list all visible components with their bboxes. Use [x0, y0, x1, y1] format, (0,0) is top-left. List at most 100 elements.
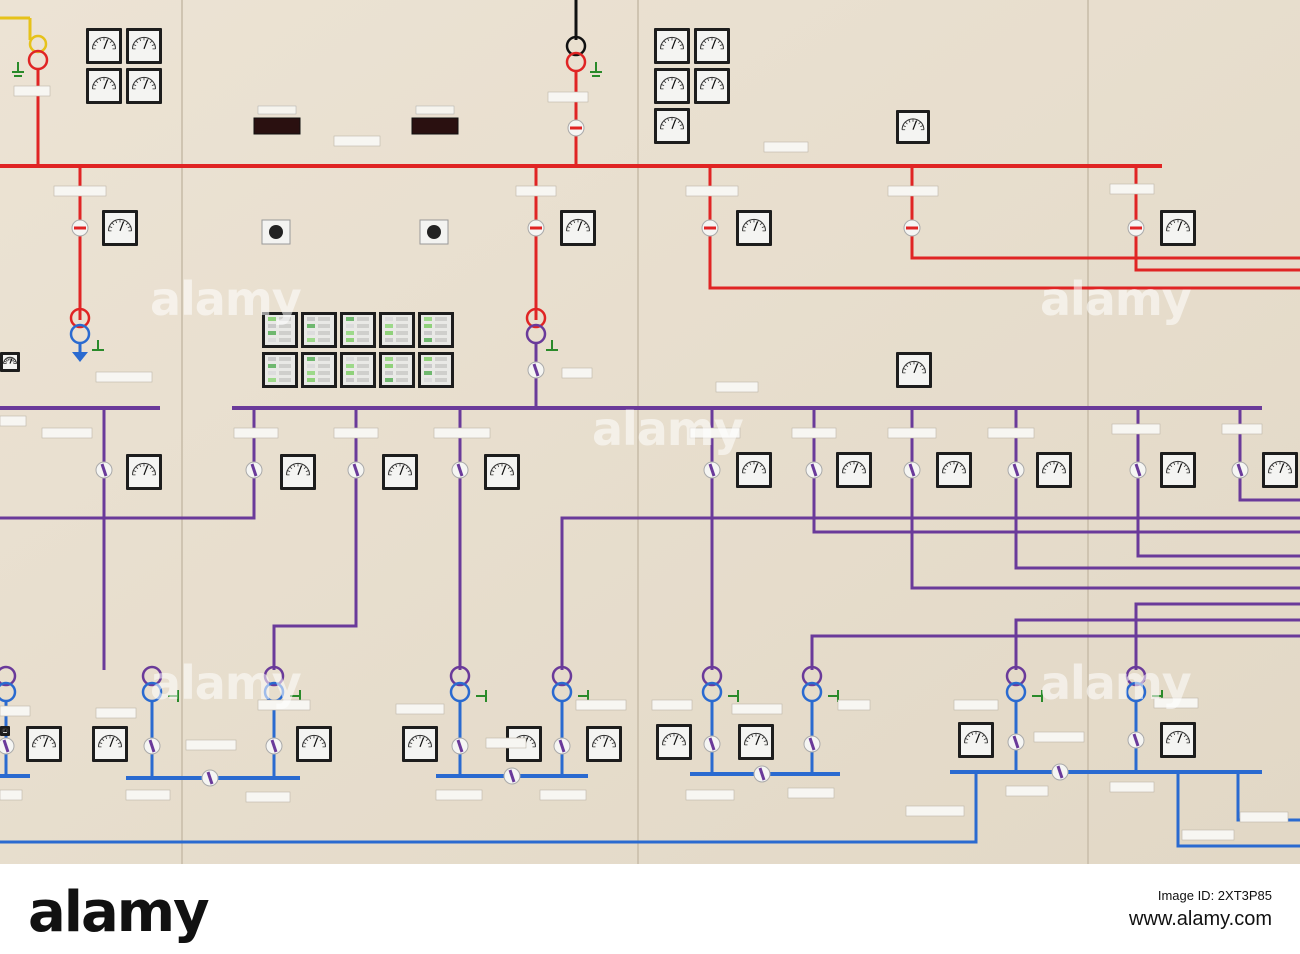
label-plate: [575, 699, 627, 711]
meter: [896, 110, 930, 144]
meter: [694, 28, 730, 64]
transformers-lower: [0, 665, 1147, 703]
annunciator-tile: [418, 312, 454, 348]
switch-knob: [201, 769, 219, 787]
annunciator-tile: [379, 352, 415, 388]
meter: [102, 210, 138, 246]
switch-knob: [95, 461, 113, 479]
watermark: alamy: [150, 272, 302, 326]
panel-background: [0, 0, 1300, 864]
meter: [736, 452, 772, 488]
meter: [86, 68, 122, 104]
label-plate: [953, 699, 999, 711]
label-plate: [233, 427, 279, 439]
meter: [1262, 452, 1298, 488]
switch-knob: [1007, 461, 1025, 479]
label-plate: [0, 789, 23, 801]
switch-knob: [527, 361, 545, 379]
switch-knob: [903, 219, 921, 237]
switch-knob: [903, 461, 921, 479]
footer-logo: alamy: [28, 880, 210, 945]
label-plate: [685, 789, 735, 801]
watermark: alamy: [1040, 656, 1192, 710]
label-plate: [95, 371, 153, 383]
label-plate: [257, 699, 311, 711]
transformer-winding-icon: [565, 51, 587, 73]
label-plate: [333, 427, 379, 439]
switch-knob: [527, 219, 545, 237]
label-plate: [887, 185, 939, 197]
meter: [694, 68, 730, 104]
switch-knob: [245, 461, 263, 479]
meter: [280, 454, 316, 490]
meter: [836, 452, 872, 488]
label-plate: [539, 789, 587, 801]
label-plate: [731, 703, 783, 715]
label-plate: [1109, 183, 1155, 195]
switch-knob: [1051, 763, 1069, 781]
label-plate: [689, 427, 741, 439]
panel-seams: [181, 0, 1089, 864]
label-plate: [185, 739, 237, 751]
label-plate: [837, 699, 871, 711]
footer-site: www.alamy.com: [1129, 908, 1272, 930]
switch-knob: [805, 461, 823, 479]
watermark: alamy: [1040, 272, 1192, 326]
meter: [738, 724, 774, 760]
meter: [296, 726, 332, 762]
switch-knob: [451, 737, 469, 755]
label-plate: [95, 707, 137, 719]
label-plate: [1005, 785, 1049, 797]
meter: [958, 722, 994, 758]
switch-knob: [347, 461, 365, 479]
annunciator-tile: [379, 312, 415, 348]
meter: [92, 726, 128, 762]
switch-knob: [703, 461, 721, 479]
label-plate: [1181, 829, 1235, 841]
label-plate: [1153, 697, 1199, 709]
meter: [1036, 452, 1072, 488]
switch-knob: [753, 765, 771, 783]
switch-knob: [553, 737, 571, 755]
label-plate: [485, 737, 527, 749]
switch-knob: [451, 461, 469, 479]
label-plate: [1033, 731, 1085, 743]
label-plate: [245, 791, 291, 803]
label-plate: [1109, 781, 1155, 793]
label-plate: [13, 85, 51, 97]
meter: [936, 452, 972, 488]
switch-knob: [1231, 461, 1249, 479]
label-plate: [787, 787, 835, 799]
label-plate: [791, 427, 837, 439]
transformer-winding-icon: [565, 35, 587, 57]
label-plate: [1111, 423, 1161, 435]
label-plate: [41, 427, 93, 439]
switch-knob: [0, 737, 15, 755]
switch-knob: [71, 219, 89, 237]
label-plate: [53, 185, 107, 197]
label-plate: [395, 703, 445, 715]
label-plate: [0, 415, 27, 427]
label-plate: [763, 141, 809, 153]
earth-symbols: [12, 62, 1163, 702]
digital-displays: [253, 105, 459, 135]
meter: [0, 726, 10, 736]
switch-knob: [1007, 733, 1025, 751]
selector-switches: [261, 219, 449, 245]
annunciator-tile: [262, 352, 298, 388]
label-plate: [887, 427, 937, 439]
label-plate: [651, 699, 693, 711]
footer-image-id: Image ID: 2XT3P85: [1157, 888, 1272, 903]
switch-knob: [703, 735, 721, 753]
meter: [1160, 210, 1196, 246]
label-plate: [333, 135, 381, 147]
annunciator-tile: [262, 312, 298, 348]
label-plate: [905, 805, 965, 817]
meter: [654, 28, 690, 64]
meter: [26, 726, 62, 762]
meter: [126, 454, 162, 490]
meter: [126, 68, 162, 104]
switch-knob: [567, 119, 585, 137]
label-plate: [435, 789, 483, 801]
